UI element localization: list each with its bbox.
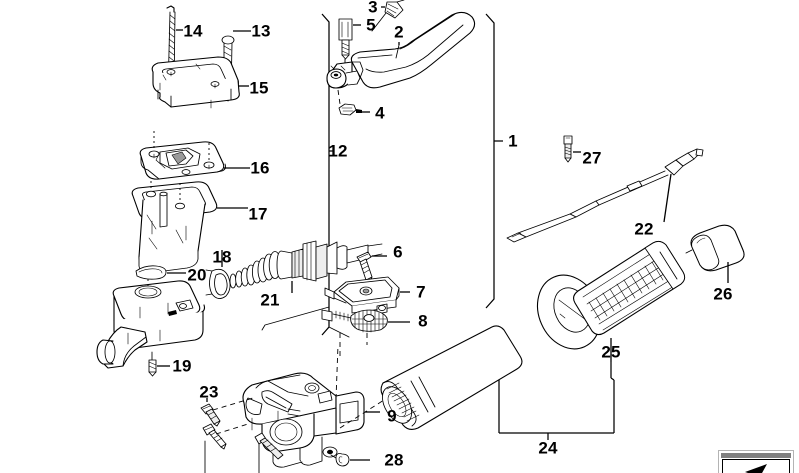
callout-27: 27 — [582, 148, 602, 168]
part-5-adjuster-screw — [338, 18, 361, 73]
callout-1: 1 — [508, 131, 518, 151]
housing-mount-screws — [254, 432, 284, 473]
callout-18: 18 — [212, 247, 232, 267]
callout-23: 23 — [199, 382, 219, 402]
callout-12: 12 — [328, 141, 348, 161]
part-2-brake-lever — [326, 11, 476, 89]
callout-13: 13 — [251, 21, 271, 41]
part-16-diaphragm — [139, 130, 250, 180]
callout-9: 9 — [387, 406, 397, 426]
part-19-bleeder-screw — [148, 351, 170, 377]
part-7-switch-bracket — [324, 276, 410, 315]
cursor-arrow-icon — [745, 464, 767, 473]
bracket-12 — [261, 13, 350, 338]
part-22-heater-lead — [506, 148, 704, 243]
callout-2: 2 — [394, 22, 404, 42]
part-21-piston-kit — [229, 240, 383, 293]
part-20-o-ring — [135, 265, 186, 280]
part-15-reservoir-cover — [151, 56, 249, 109]
part-23-clamp-bolts — [200, 397, 254, 473]
callout-28: 28 — [384, 450, 404, 470]
part-17-fluid-reservoir — [131, 180, 248, 274]
callout-4: 4 — [375, 103, 385, 123]
part-26-end-cap — [685, 224, 745, 283]
callout-26: 26 — [713, 284, 733, 304]
callout-20: 20 — [187, 265, 207, 285]
callout-3: 3 — [368, 0, 378, 17]
callout-17: 17 — [248, 204, 268, 224]
throttle-tube — [339, 325, 523, 431]
part-4-hex-nut — [337, 89, 370, 116]
part-3-pivot-screw — [371, 0, 405, 32]
bracket-1 — [485, 13, 503, 309]
callout-14: 14 — [183, 21, 203, 41]
part-9-throttle-housing — [242, 344, 380, 468]
callout-24: 24 — [538, 438, 558, 458]
corner-thumbnail-widget[interactable] — [718, 450, 794, 473]
callout-15: 15 — [249, 78, 269, 98]
callout-7: 7 — [416, 282, 426, 302]
widget-preview-area — [722, 459, 790, 473]
callout-16: 16 — [250, 158, 270, 178]
part-8-contact-plate — [321, 309, 410, 360]
callout-21: 21 — [260, 290, 280, 310]
callout-6: 6 — [393, 242, 403, 262]
master-cylinder-body — [96, 276, 206, 369]
part-18-circlip — [205, 250, 231, 299]
part-27-grub-screw — [563, 135, 581, 163]
callout-25: 25 — [601, 342, 621, 362]
callout-19: 19 — [172, 356, 192, 376]
part-28-washer — [330, 453, 370, 467]
part-25-heated-grip — [536, 240, 686, 362]
callout-5: 5 — [366, 15, 376, 35]
callout-22: 22 — [634, 219, 654, 239]
widget-title-bar — [721, 453, 791, 458]
callout-8: 8 — [418, 311, 428, 331]
